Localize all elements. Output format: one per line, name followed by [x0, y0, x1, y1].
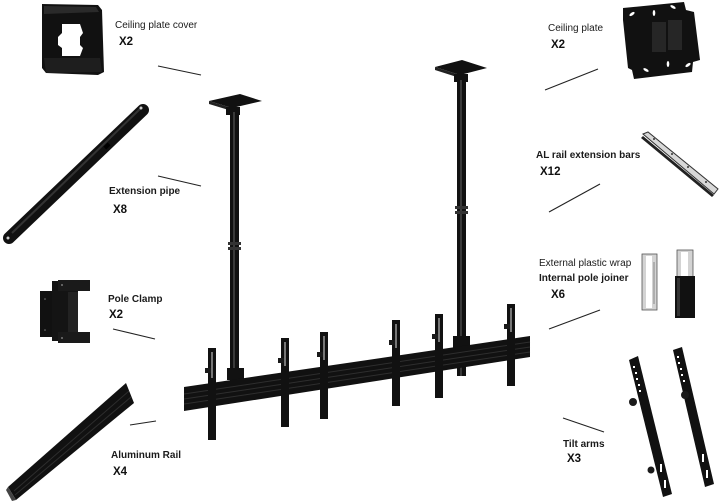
label-internal-pole-joiner: Internal pole joiner [539, 273, 629, 284]
leader-line-tilt-arms [562, 417, 605, 433]
label-ceiling-plate-cover: Ceiling plate cover [115, 20, 198, 31]
label-al-rail-extension-bars: AL rail extension bars [536, 150, 641, 161]
label-pole-clamp: Pole Clamp [108, 294, 163, 305]
qty-aluminum-rail: X4 [113, 466, 128, 478]
assembled-mount-image [183, 60, 531, 440]
leader-line-aluminum-rail [129, 420, 157, 426]
ceiling-plate-image [623, 2, 700, 79]
label-tilt-arms: Tilt arms [563, 439, 605, 450]
leader-line-extension-pipe [157, 175, 202, 187]
leader-lines [112, 65, 605, 433]
tilt-arms-image [629, 347, 714, 497]
al-rail-extension-bar-image [641, 131, 719, 197]
leader-line-pole-clamp [112, 328, 156, 340]
label-ceiling-plate: Ceiling plate [548, 23, 604, 34]
sublabel-external-plastic-wrap: External plastic wrap [539, 258, 632, 269]
leader-line-ceiling-plate [544, 68, 599, 91]
qty-extension-pipe: X8 [113, 204, 128, 216]
leader-line-al-rail-extension-bars [548, 183, 601, 213]
aluminum-rail-image [6, 383, 134, 501]
pole-clamp-image [40, 280, 90, 343]
leader-line-internal-pole-joiner [548, 309, 601, 330]
label-extension-pipe: Extension pipe [109, 186, 181, 197]
qty-ceiling-plate: X2 [551, 39, 566, 51]
leader-line-ceiling-plate-cover [157, 65, 202, 76]
qty-al-rail-extension-bars: X12 [540, 166, 561, 178]
qty-pole-clamp: X2 [109, 309, 124, 321]
extension-pipe-image [3, 104, 149, 244]
qty-ceiling-plate-cover: X2 [119, 36, 134, 48]
internal-pole-joiner-image [641, 249, 695, 318]
ceiling-plate-cover-image [42, 4, 104, 75]
qty-tilt-arms: X3 [567, 453, 582, 465]
label-aluminum-rail: Aluminum Rail [111, 450, 182, 461]
qty-internal-pole-joiner: X6 [551, 289, 566, 301]
